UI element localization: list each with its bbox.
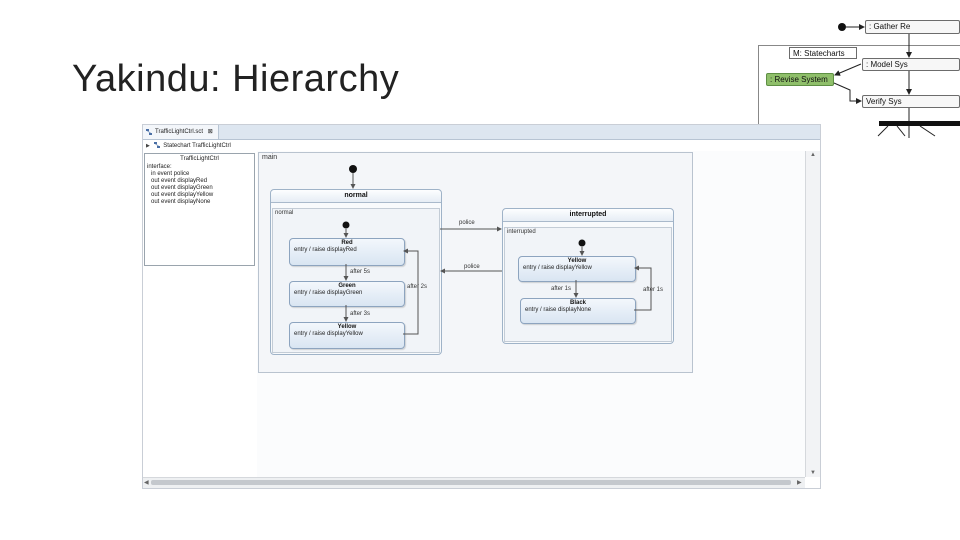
state-red-name: Red	[341, 240, 353, 246]
transition-label[interactable]: police	[464, 264, 480, 270]
editor-tab-bar: TrafficLightCtrl.sct ⊠	[143, 125, 820, 140]
editor-window: TrafficLightCtrl.sct ⊠ ▶ Statechart Traf…	[142, 124, 821, 489]
breadcrumb: ▶ Statechart TrafficLightCtrl	[143, 140, 820, 152]
state-green-name: Green	[338, 283, 356, 289]
state-yellow[interactable]: Yellow entry / raise displayYellow	[289, 322, 405, 349]
flow-box-statecharts: M: Statecharts	[789, 47, 857, 59]
scroll-left-icon[interactable]: ◀	[144, 480, 149, 486]
state-interrupted-yellow[interactable]: Yellow entry / raise displayYellow	[518, 256, 636, 282]
tab-close-icon[interactable]: ⊠	[207, 129, 213, 135]
state-interrupted-yellow-entry: entry / raise displayYellow	[523, 265, 592, 271]
tab-statechart-file[interactable]: TrafficLightCtrl.sct ⊠	[143, 125, 219, 139]
statechart-file-icon	[146, 129, 152, 135]
interface-panel[interactable]: TrafficLightCtrl interface: in event pol…	[144, 153, 255, 266]
state-black-name: Black	[569, 300, 586, 306]
flow-box-revise: : Revise System	[766, 73, 834, 86]
transition-label[interactable]: after 3s	[350, 311, 371, 317]
state-normal-name: normal	[271, 190, 441, 203]
interface-line: out event displayRed	[151, 178, 208, 184]
state-red-entry: entry / raise displayRed	[294, 247, 357, 253]
state-black[interactable]: Black entry / raise displayNone	[520, 298, 636, 324]
transition-label[interactable]: after 1s	[643, 287, 664, 293]
region-interrupted-label: interrupted	[507, 229, 536, 235]
transition-label[interactable]: police	[459, 220, 475, 226]
transition-label[interactable]: after 2s	[407, 284, 428, 290]
flow-box-gather: : Gather Re	[865, 20, 960, 34]
scroll-right-icon[interactable]: ▶	[797, 480, 802, 486]
region-interrupted[interactable]: interrupted	[504, 227, 672, 342]
state-green[interactable]: Green entry / raise displayGreen	[289, 281, 405, 307]
slide-title: Yakindu: Hierarchy	[72, 58, 400, 100]
state-interrupted-yellow-name: Yellow	[567, 258, 587, 264]
flow-box-model: : Model Sys	[862, 58, 960, 71]
flow-frame	[758, 45, 960, 134]
state-interrupted-name: interrupted	[503, 209, 673, 222]
breadcrumb-label[interactable]: Statechart TrafficLightCtrl	[163, 143, 231, 149]
flow-box-verify: Verify Sys	[862, 95, 960, 108]
region-normal-label: normal	[275, 210, 294, 216]
state-red[interactable]: Red entry / raise displayRed	[289, 238, 405, 266]
tab-label: TrafficLightCtrl.sct	[155, 129, 204, 135]
state-green-entry: entry / raise displayGreen	[294, 290, 363, 296]
state-yellow-name: Yellow	[337, 324, 357, 330]
interface-line: out event displayYellow	[151, 192, 214, 198]
transition-label[interactable]: after 1s	[551, 286, 572, 292]
scroll-up-icon[interactable]: ▲	[810, 152, 816, 158]
flow-initial-node	[838, 23, 846, 31]
interface-title: TrafficLightCtrl	[180, 156, 219, 162]
horizontal-scroll-thumb[interactable]	[151, 480, 791, 485]
breadcrumb-arrow-icon[interactable]: ▶	[146, 143, 150, 149]
scroll-down-icon[interactable]: ▼	[810, 470, 816, 476]
vertical-scrollbar[interactable]: ▲ ▼	[805, 151, 820, 477]
region-main-label: main	[262, 154, 278, 161]
interface-line: interface:	[147, 164, 172, 170]
statechart-icon	[153, 142, 160, 148]
interface-line: out event displayGreen	[151, 185, 213, 191]
state-black-entry: entry / raise displayNone	[525, 307, 592, 313]
interface-line: out event displayNone	[151, 199, 211, 205]
state-yellow-entry: entry / raise displayYellow	[294, 331, 363, 337]
horizontal-scrollbar[interactable]: ◀ ▶	[143, 477, 805, 488]
interface-line: in event police	[151, 171, 190, 177]
transition-label[interactable]: after 5s	[350, 269, 371, 275]
